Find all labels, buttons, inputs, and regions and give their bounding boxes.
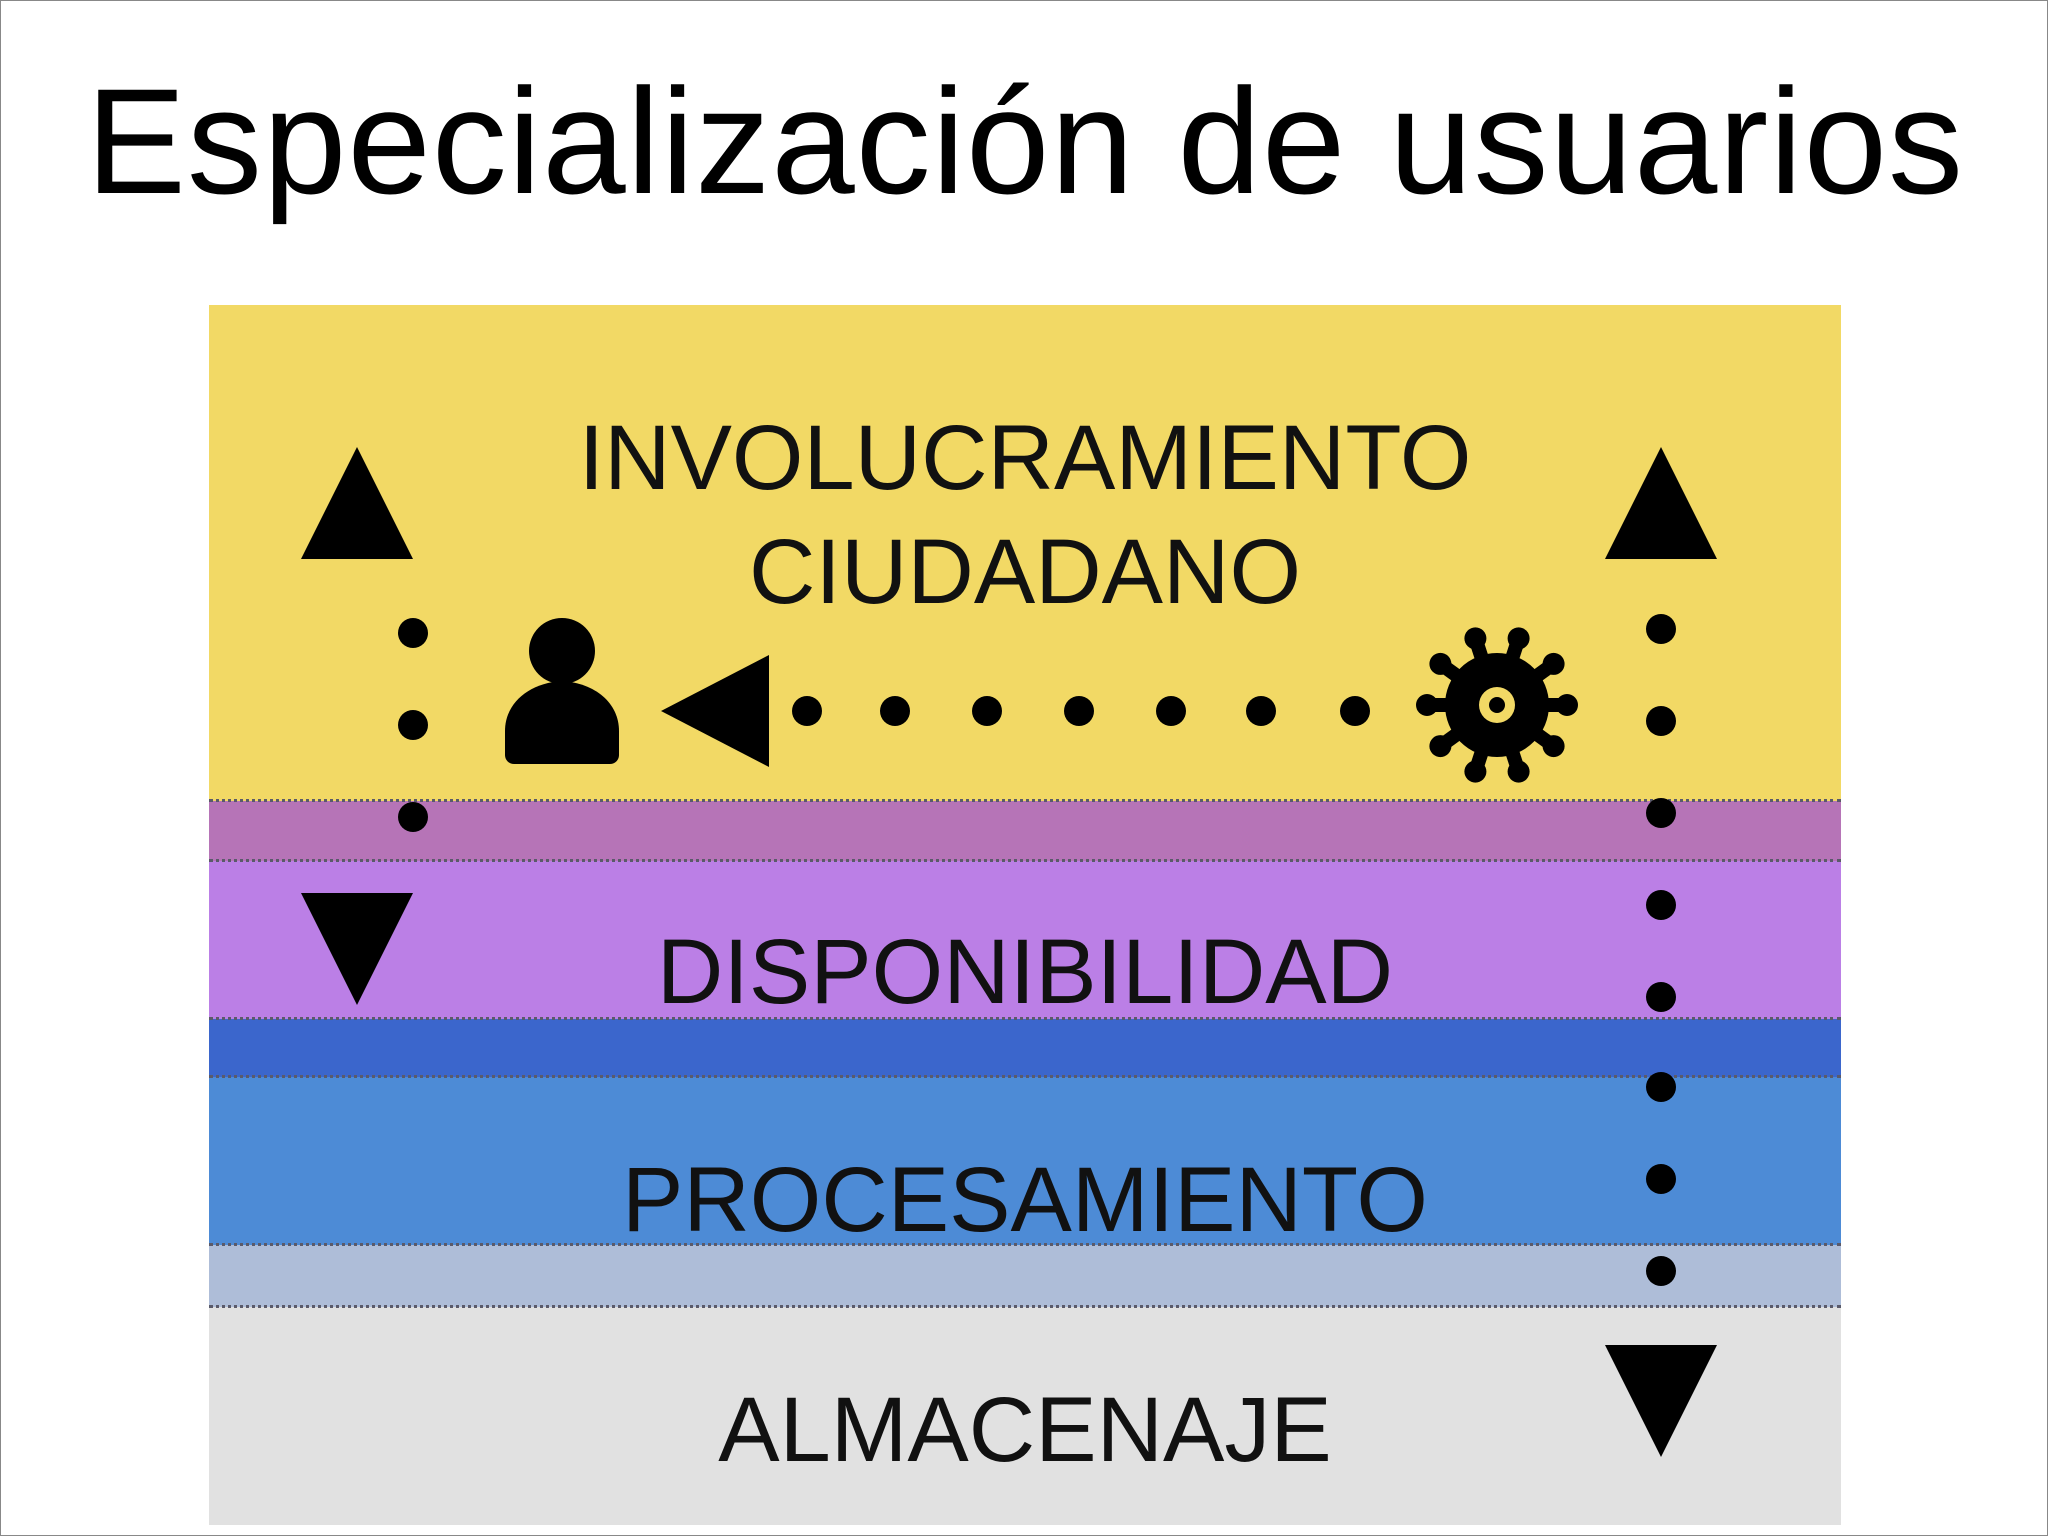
layer-diagram: INVOLUCRAMIENTO CIUDADANO DISPONIBILIDAD… [209,305,1841,1525]
label-involucramiento: INVOLUCRAMIENTO CIUDADANO [209,401,1841,629]
layer-disponibilidad [209,861,1841,1019]
overlap-involucramiento-disponibilidad [209,801,1841,861]
dot [1646,1256,1676,1286]
layer-divider [209,799,1841,802]
layer-divider [209,1305,1841,1308]
layer-involucramiento [209,305,1841,801]
layer-divider [209,1075,1841,1078]
dot [1646,890,1676,920]
dot [1646,1072,1676,1102]
triangle-down-icon [1605,1345,1717,1457]
gear-icon [1416,627,1578,783]
dot [398,618,428,648]
dot [1064,696,1094,726]
dot [1646,982,1676,1012]
layer-almacenaje [209,1307,1841,1525]
triangle-down-icon [301,893,413,1005]
dot [1646,798,1676,828]
layer-divider [209,1243,1841,1246]
dot [880,696,910,726]
dot [792,696,822,726]
label-almacenaje: ALMACENAJE [718,1379,1332,1481]
dot [398,710,428,740]
triangle-up-icon [1605,447,1717,559]
overlap-disponibilidad-procesamiento [209,1019,1841,1077]
flow-arrows [301,447,1717,1457]
label-line: INVOLUCRAMIENTO [578,407,1472,509]
label-procesamiento: PROCESAMIENTO [622,1149,1428,1251]
dot [1340,696,1370,726]
triangle-up-icon [301,447,413,559]
layer-procesamiento [209,1077,1841,1245]
dot [1246,696,1276,726]
label-disponibilidad: DISPONIBILIDAD [656,921,1394,1023]
slide-title: Especialización de usuarios [85,57,1965,225]
layer-divider [209,1017,1841,1020]
dot [1646,1164,1676,1194]
label-line: CIUDADANO [748,521,1302,623]
dot [1156,696,1186,726]
user-icon [505,618,619,764]
layer-divider [209,859,1841,862]
dot [1646,614,1676,644]
triangle-left-icon [661,655,769,767]
dot [1646,706,1676,736]
dot [398,802,428,832]
dot [972,696,1002,726]
overlap-procesamiento-almacenaje [209,1245,1841,1307]
